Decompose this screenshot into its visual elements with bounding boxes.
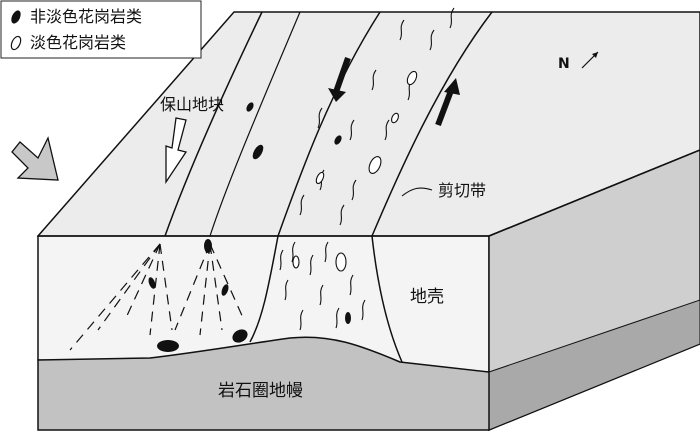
crust-label: 地壳 (410, 287, 444, 307)
north-label: N (558, 56, 570, 72)
legend-item-granitoid: 非淡色花岗岩类 (30, 7, 142, 26)
compression-arrow (12, 138, 58, 180)
shear-zone-label: 剪切带 (438, 181, 486, 200)
mantle-label: 岩石圈地幔 (218, 381, 303, 401)
legend-item-leucogranite: 淡色花岗岩类 (30, 33, 126, 52)
baoshan-block-label: 保山地块 (160, 95, 224, 114)
